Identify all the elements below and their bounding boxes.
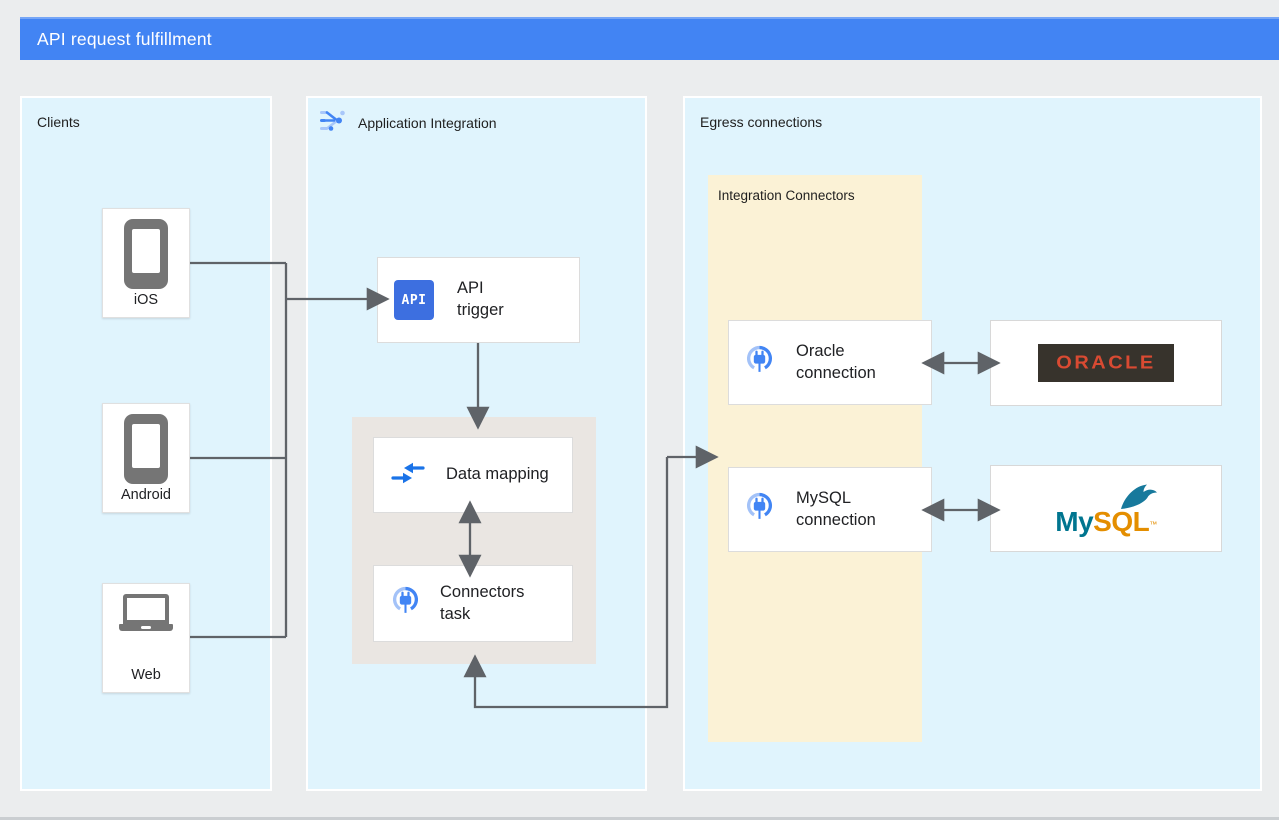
diagram-title: API request fulfillment — [37, 29, 212, 49]
connectors-plug-icon — [745, 492, 774, 528]
mysql-database-node: MySQL™ — [990, 465, 1222, 552]
mysql-dolphin-icon — [1121, 484, 1157, 509]
client-node-android: Android — [102, 403, 190, 513]
connectors-task-label: Connectors task — [440, 582, 525, 623]
egress-panel-title: Egress connections — [700, 114, 823, 130]
data-mapping-node: Data mapping — [373, 437, 573, 513]
mysql-logo: MySQL™ — [1052, 482, 1160, 536]
client-label-ios: iOS — [133, 292, 159, 308]
client-label-web: Web — [131, 667, 161, 683]
laptop-icon — [119, 594, 173, 631]
diagram-title-bar: API request fulfillment — [20, 17, 1279, 60]
integration-connectors-title: Integration Connectors — [718, 188, 855, 203]
api-trigger-node: API API trigger — [377, 257, 580, 343]
application-integration-panel-title: Application Integration — [358, 115, 497, 131]
mysql-connection-node: MySQL connection — [728, 467, 932, 552]
connectors-plug-icon — [745, 345, 774, 381]
api-trigger-icon: API — [394, 280, 434, 320]
mysql-connection-label: MySQL connection — [796, 488, 876, 529]
client-node-web: Web — [102, 583, 190, 693]
data-mapping-icon — [391, 460, 425, 491]
integration-connectors-group: Integration Connectors — [708, 175, 922, 742]
api-trigger-label: API trigger — [457, 279, 504, 319]
connectors-plug-icon — [391, 586, 420, 622]
oracle-connection-node: Oracle connection — [728, 320, 932, 405]
oracle-database-node: ORACLE — [990, 320, 1222, 406]
data-mapping-label: Data mapping — [446, 465, 549, 484]
client-node-ios: iOS — [102, 208, 190, 318]
window-bottom-edge — [0, 817, 1279, 820]
phone-icon — [124, 414, 168, 484]
application-integration-icon — [319, 108, 346, 138]
connectors-task-node: Connectors task — [373, 565, 573, 642]
oracle-connection-label: Oracle connection — [796, 341, 876, 382]
client-label-android: Android — [121, 487, 171, 503]
oracle-logo: ORACLE — [1038, 344, 1174, 382]
phone-icon — [124, 219, 168, 289]
clients-panel-title: Clients — [37, 114, 80, 130]
